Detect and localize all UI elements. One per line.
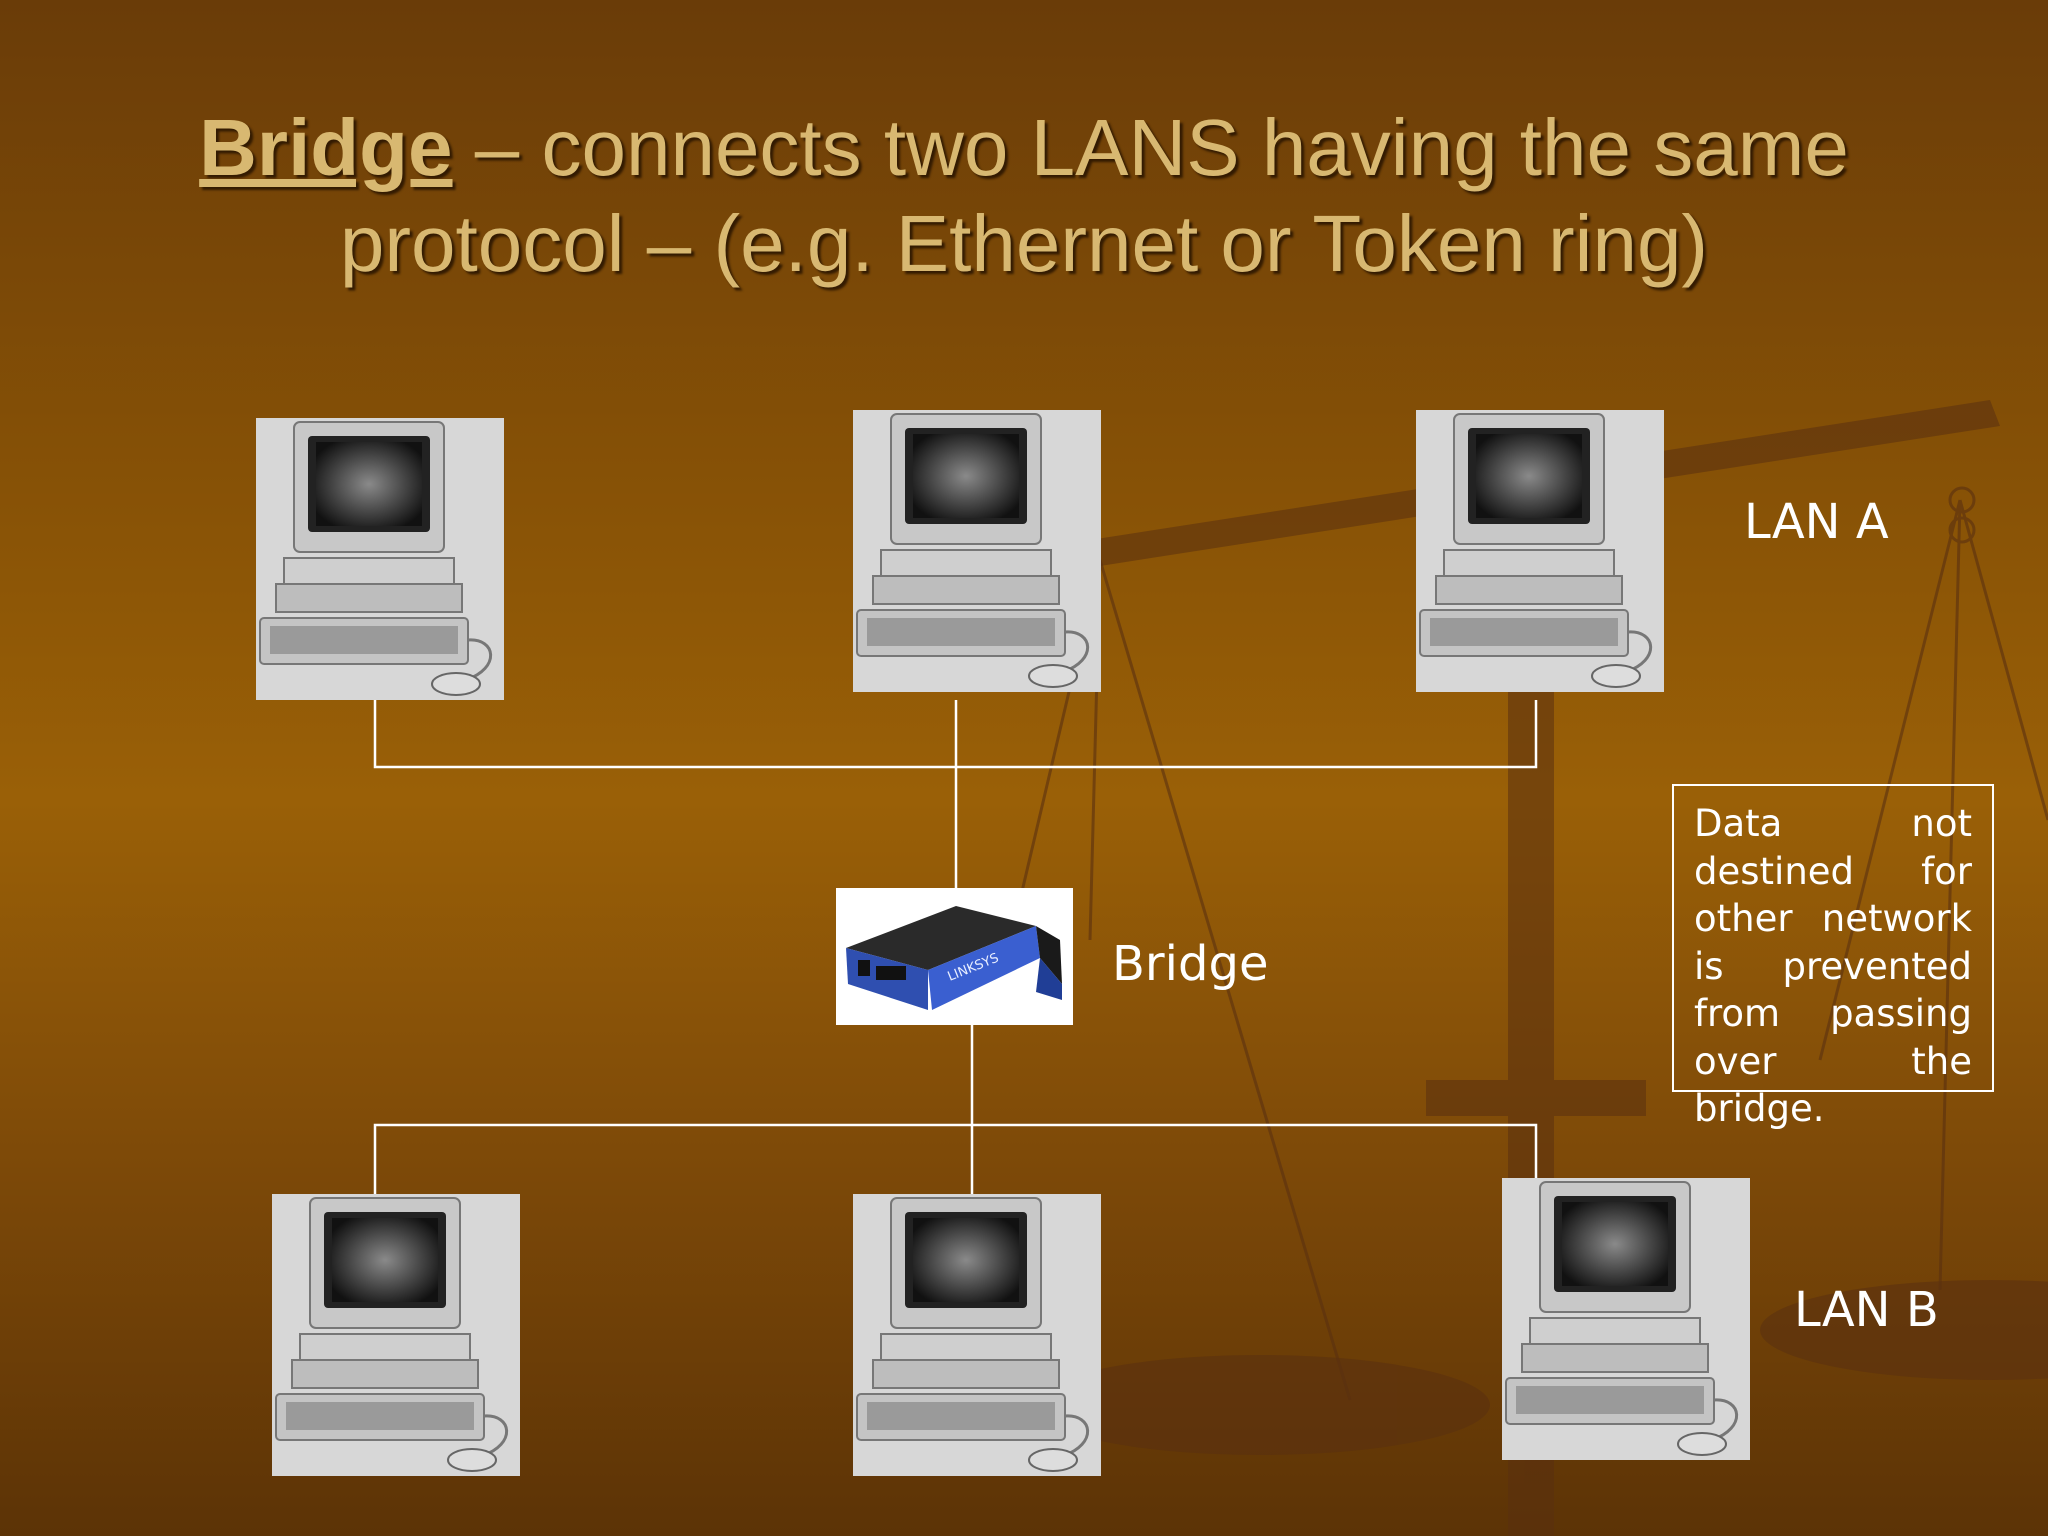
title-keyword: Bridge: [199, 103, 453, 192]
computer-icon: [259, 421, 493, 696]
bridge-label: Bridge: [1112, 936, 1269, 992]
computer-icon: [856, 1197, 1090, 1472]
bridge-device-icon: LINKSYS: [846, 906, 1062, 1010]
lan-b-label: LAN B: [1794, 1282, 1939, 1338]
bridge-device: LINKSYS: [836, 888, 1073, 1025]
computer-icon: [856, 413, 1090, 688]
computer-icon: [1505, 1181, 1739, 1456]
title-text: – connects two LANS having the same prot…: [339, 103, 1849, 288]
computer-icon: [1419, 413, 1653, 688]
slide-title: Bridge – connects two LANS having the sa…: [100, 100, 1948, 292]
lan-a-computer-2: [853, 410, 1101, 692]
lan-b-computer-3: [1502, 1178, 1750, 1460]
lan-b-computer-1: [272, 1194, 520, 1476]
lan-b-computer-2: [853, 1194, 1101, 1476]
lan-a-computer-3: [1416, 410, 1664, 692]
computer-icon: [275, 1197, 509, 1472]
lan-a-computer-1: [256, 418, 504, 700]
lan-a-label: LAN A: [1744, 494, 1889, 550]
note-text: Data not destined for other network is p…: [1694, 802, 1972, 1130]
lan-b-bus: [373, 1123, 1538, 1195]
note-box: Data not destined for other network is p…: [1672, 784, 1994, 1130]
